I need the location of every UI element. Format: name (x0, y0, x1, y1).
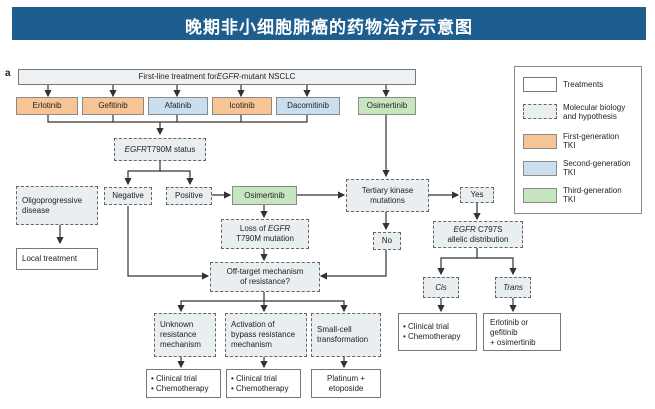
legend-swatch-treatments (523, 77, 557, 92)
cis-box: Cis (423, 277, 459, 298)
bypass-line1: Activation of (231, 320, 275, 329)
smallcell-line1: Small-cell (317, 325, 352, 334)
drug-osimertinib: Osimertinib (358, 97, 416, 115)
outcome-bypass-chemo: Chemotherapy (236, 384, 289, 393)
outcome-cis-chemo: Chemotherapy (408, 332, 461, 341)
local-treatment-box: Local treatment (16, 248, 98, 270)
loss-gene: EGFR (267, 224, 291, 233)
osimertinib-mid-box: Osimertinib (232, 186, 297, 205)
title-banner: 晚期非小细胞肺癌的药物治疗示意图 (12, 7, 646, 40)
outcome-erl-line2: gefitinib (490, 328, 518, 337)
drug-afatinib: Afatinib (148, 97, 208, 115)
drug-gefitinib: Gefitinib (82, 97, 144, 115)
legend-swatch-third (523, 188, 557, 203)
oligo-line1: Oligoprogressive (22, 195, 83, 205)
legend-first-line2: TKI (563, 141, 576, 150)
drug-dacomitinib: Dacomitinib (276, 97, 340, 115)
outcome-unknown-chemo: Chemotherapy (156, 384, 209, 393)
outcome-cis-trial: Clinical trial (408, 322, 449, 331)
outcome-trans: Erlotinib or gefitinib + osimertinib (483, 313, 561, 351)
c797s-line2: allelic distribution (447, 234, 509, 244)
legend-swatch-second (523, 161, 557, 176)
outcome-erl-line1: Erlotinib or (490, 318, 529, 327)
offtarget-line1: Off-target mechanism (226, 267, 304, 276)
legend-first: First-generation TKI (563, 132, 619, 150)
legend-molecular-line1: Molecular biology (563, 103, 626, 112)
t790m-text: T790M status (146, 144, 196, 154)
legend-third-line1: Third-generation (563, 186, 622, 195)
outcome-cis: • Clinical trial• Chemotherapy (398, 313, 477, 351)
negative-box: Negative (104, 187, 152, 205)
outcome-unknown-trial: Clinical trial (156, 374, 197, 383)
outcome-platinum-line2: etoposide (328, 383, 364, 393)
panel-letter: a (5, 68, 11, 79)
legend-swatch-molecular (523, 104, 557, 119)
tertiary-line1: Tertiary kinase (361, 185, 414, 195)
t790m-gene: EGFR (124, 144, 147, 154)
c797s-gene: EGFR (453, 224, 476, 234)
outcome-bypass-trial: Clinical trial (236, 374, 277, 383)
yes-box: Yes (460, 187, 494, 203)
loss-line2: T790M mutation (236, 234, 294, 243)
legend: Treatments Molecular biology and hypothe… (514, 66, 642, 214)
first-line-gene: EGFR (216, 72, 239, 81)
page-title: 晚期非小细胞肺癌的药物治疗示意图 (185, 18, 473, 38)
outcome-platinum-line1: Platinum + (326, 373, 366, 383)
first-line-prefix: First-line treatment for (138, 72, 217, 81)
first-line-treatment-box: First-line treatment for EGFR-mutant NSC… (18, 69, 416, 85)
smallcell-line2: transformation (317, 335, 369, 344)
bypass-line2: bypass resistance (231, 330, 296, 339)
legend-first-line1: First-generation (563, 132, 620, 141)
loss-prefix: Loss of (239, 224, 268, 233)
bypass-line3: mechanism (231, 340, 272, 349)
outcome-smallcell: Platinum +etoposide (311, 369, 381, 398)
unknown-line2: resistance (160, 330, 197, 339)
legend-second-line2: TKI (563, 168, 576, 177)
first-line-suffix: -mutant NSCLC (239, 72, 296, 81)
legend-third: Third-generation TKI (563, 186, 622, 204)
positive-box: Positive (166, 187, 212, 205)
outcome-erl-line3: + osimertinib (490, 338, 536, 347)
unknown-line1: Unknown (160, 320, 194, 329)
offtarget-line2: of resistance? (240, 277, 290, 286)
no-box: No (373, 232, 401, 250)
unknown-line3: mechanism (160, 340, 201, 349)
drug-erlotinib: Erlotinib (16, 97, 78, 115)
outcome-bypass: • Clinical trial• Chemotherapy (226, 369, 301, 398)
t790m-status-box: EGFR T790M status (114, 138, 206, 161)
legend-third-line2: TKI (563, 195, 576, 204)
legend-treatments: Treatments (563, 80, 604, 89)
legend-molecular-line2: and hypothesis (563, 112, 617, 121)
oligo-line2: disease (22, 205, 50, 215)
drug-icotinib: Icotinib (212, 97, 272, 115)
legend-second-line1: Second-generation (563, 159, 631, 168)
trans-box: Trans (495, 277, 531, 298)
outcome-unknown: • Clinical trial• Chemotherapy (146, 369, 221, 398)
c797s-suffix: C797S (475, 224, 503, 234)
legend-molecular: Molecular biology and hypothesis (563, 103, 625, 121)
legend-swatch-first (523, 134, 557, 149)
legend-second: Second-generation TKI (563, 159, 631, 177)
tertiary-line2: mutations (370, 195, 405, 205)
